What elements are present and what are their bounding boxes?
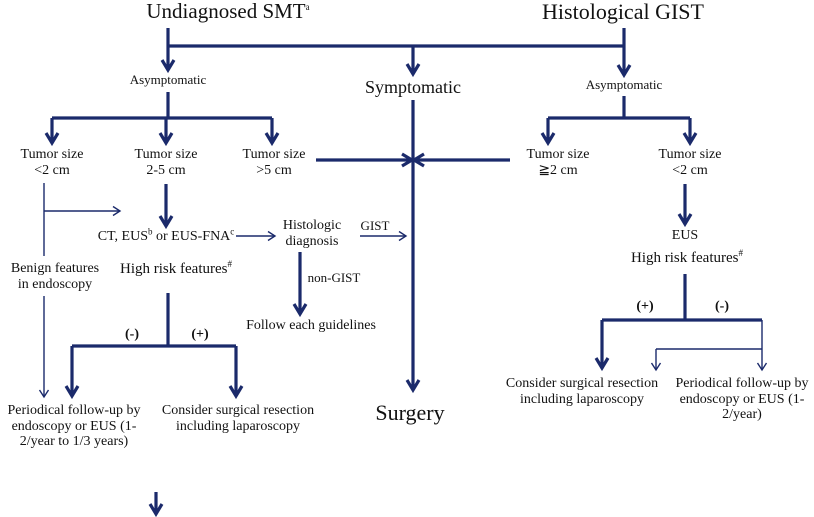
node-tumor-size-lt2-right: Tumor size<2 cm	[658, 147, 722, 178]
node-follow-guidelines: Follow each guidelines	[246, 318, 376, 333]
arrow-non-gist-head	[292, 303, 308, 318]
node-histological-gist: Histological GIST	[542, 0, 704, 24]
node-undiagnosed-smt: Undiagnosed SMTa	[146, 0, 310, 23]
arrow-size-lt2-right-head	[682, 132, 698, 147]
arrow-ge2-to-main-head	[410, 152, 425, 168]
arrow-benign-to-periodical-head	[38, 389, 50, 399]
label-minus-left: (-)	[125, 327, 139, 342]
arrow-thin-right-head	[756, 362, 768, 372]
arrow-to-symptomatic-head	[405, 63, 421, 78]
arrow-to-resection-right-head	[594, 357, 610, 372]
arrow-lt2-right-to-eus-head	[677, 213, 693, 228]
node-surgery: Surgery	[375, 400, 445, 425]
node-eus-right: EUS	[671, 228, 699, 243]
node-tumor-size-gt5: Tumor size>5 cm	[242, 147, 306, 178]
arrow-size-ge2-right-head	[540, 132, 556, 147]
node-asymptomatic-right: Asymptomatic	[585, 77, 663, 92]
arrow-size-lt2-left-head	[44, 132, 60, 147]
arrow-ct-to-histologic-head	[267, 230, 277, 242]
arrow-2-5-to-ct-head	[158, 215, 174, 230]
arrow-bottom-head	[148, 503, 164, 517]
arrow-gist-down-head	[616, 64, 632, 79]
arrow-to-periodical-left-head	[64, 385, 80, 400]
arrow-undiagnosed-down-head	[160, 59, 176, 74]
node-tumor-size-lt2-left: Tumor size<2 cm	[20, 147, 84, 178]
node-asymptomatic-left: Asymptomatic	[129, 72, 207, 87]
arrow-size-2-5-head	[158, 132, 174, 147]
arrow-size-gt5-head	[264, 132, 280, 147]
label-non-gist: non-GIST	[307, 270, 361, 285]
arrow-lt2-to-ct-head	[112, 205, 122, 217]
arrow-thin-left-head	[650, 362, 662, 372]
node-ct-eus: CT, EUSb or EUS-FNAc	[97, 226, 235, 244]
label-plus-left: (+)	[191, 327, 209, 342]
arrow-gist-to-surgery-head	[398, 230, 408, 242]
arrow-symptomatic-surgery-head	[405, 379, 421, 394]
node-high-risk-left: High risk features#	[120, 259, 232, 278]
node-high-risk-right: High risk features#	[631, 248, 743, 267]
label-plus-right: (+)	[636, 299, 654, 314]
label-gist: GIST	[360, 218, 390, 233]
node-tumor-size-ge2-right: Tumor size≧2 cm	[526, 147, 590, 178]
arrow-to-resection-left-head	[228, 385, 244, 400]
node-symptomatic: Symptomatic	[365, 77, 461, 97]
label-minus-right: (-)	[715, 299, 729, 314]
